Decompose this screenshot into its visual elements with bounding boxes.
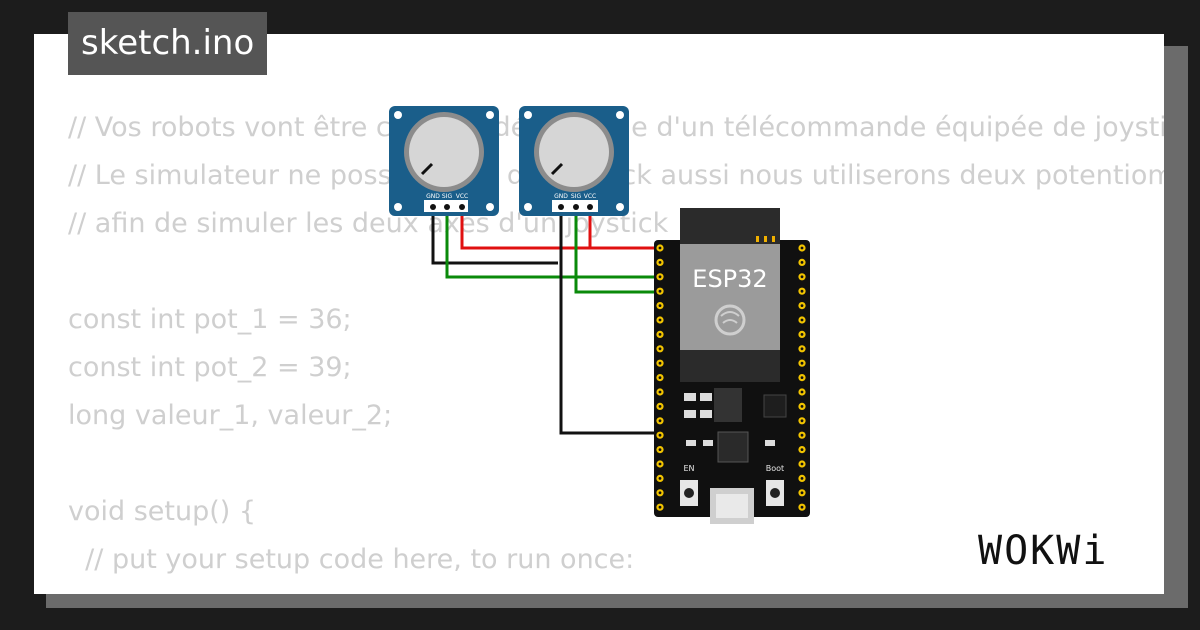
pot2-pin-gnd: GND — [554, 193, 568, 200]
header-pin-hole — [800, 275, 804, 279]
header-pin-hole — [658, 275, 662, 279]
potentiometer-2[interactable]: GND SIG VCC — [519, 106, 629, 216]
header-pin-hole — [658, 261, 662, 264]
code-line: // put your setup code here, to run once… — [68, 544, 635, 575]
header-pin-hole — [658, 477, 662, 480]
antenna — [680, 208, 780, 245]
header-pin-hole — [800, 491, 804, 495]
code-line: const int pot_2 = 39; — [68, 352, 352, 383]
header-pin-hole — [800, 261, 804, 264]
header-pin-hole — [658, 448, 662, 451]
header-pin-hole — [658, 505, 662, 509]
header-pin-hole — [658, 491, 662, 495]
header-pin-hole — [658, 376, 662, 379]
pot1-pin-sig: SIG — [442, 193, 453, 200]
esp32-label: ESP32 — [692, 265, 767, 293]
file-title-tab[interactable]: sketch.ino — [68, 12, 268, 75]
header-pin-hole — [800, 433, 804, 437]
header-pin-hole — [658, 246, 662, 250]
header-pin-hole — [800, 462, 804, 466]
boot-button[interactable] — [766, 480, 784, 506]
code-line: long valeur_1, valeur_2; — [68, 400, 393, 431]
wire-pot2-gnd[interactable] — [559, 207, 660, 435]
boot-button-label: Boot — [766, 464, 784, 473]
code-line: const int pot_1 = 36; — [68, 304, 352, 335]
left-pin-header — [656, 244, 664, 511]
wires — [431, 207, 660, 435]
potentiometer-1[interactable]: GND SIG VCC — [389, 106, 499, 216]
header-pin-hole — [658, 462, 662, 466]
pot2-knob[interactable] — [539, 117, 609, 187]
esp32-board[interactable]: ESP32 EN Boot — [654, 208, 810, 524]
header-pin-hole — [658, 361, 662, 365]
header-pin-hole — [800, 390, 804, 394]
header-pin-hole — [658, 318, 662, 322]
header-pin-hole — [800, 376, 804, 379]
pot1-pin-gnd: GND — [426, 193, 440, 200]
header-pin-hole — [800, 361, 804, 365]
wire-pot2-sig[interactable] — [574, 207, 660, 294]
header-pin-hole — [658, 433, 662, 437]
header-pin-hole — [800, 318, 804, 322]
header-pin-hole — [800, 347, 804, 351]
code-line: Serial.begin(115200); — [68, 584, 1164, 594]
right-pin-header — [798, 244, 806, 511]
esp32-module-shield — [680, 244, 780, 350]
header-pin-hole — [658, 347, 662, 351]
wokwi-logo-text: WOKWi — [978, 528, 1109, 574]
code-line: void setup() { — [68, 496, 257, 527]
en-button[interactable] — [680, 480, 698, 506]
header-pin-hole — [800, 289, 804, 293]
espressif-logo-icon — [714, 304, 746, 336]
header-pin-hole — [658, 390, 662, 394]
wokwi-logo: WOKWi — [978, 526, 1148, 576]
header-pin-hole — [658, 304, 662, 307]
pot2-pin-sig: SIG — [571, 193, 582, 200]
header-pin-hole — [800, 448, 804, 451]
header-pin-hole — [800, 304, 804, 307]
pot2-pin-vcc: VCC — [584, 193, 596, 200]
header-pin-hole — [800, 505, 804, 509]
wire-pot1-vcc[interactable] — [460, 207, 660, 250]
pot1-knob[interactable] — [409, 117, 479, 187]
header-pin-hole — [800, 246, 804, 250]
header-pin-hole — [800, 477, 804, 480]
wire-pot1-gnd[interactable] — [431, 207, 558, 265]
header-pin-hole — [800, 419, 804, 423]
header-pin-hole — [800, 333, 804, 336]
wire-pot1-sig[interactable] — [445, 207, 660, 279]
usb-connector — [710, 488, 754, 524]
header-pin-hole — [658, 333, 662, 336]
header-pin-hole — [800, 405, 804, 408]
header-pin-hole — [658, 289, 662, 293]
en-button-label: EN — [683, 464, 694, 473]
header-pin-hole — [658, 405, 662, 408]
header-pin-hole — [658, 419, 662, 423]
pot1-pin-vcc: VCC — [456, 193, 468, 200]
